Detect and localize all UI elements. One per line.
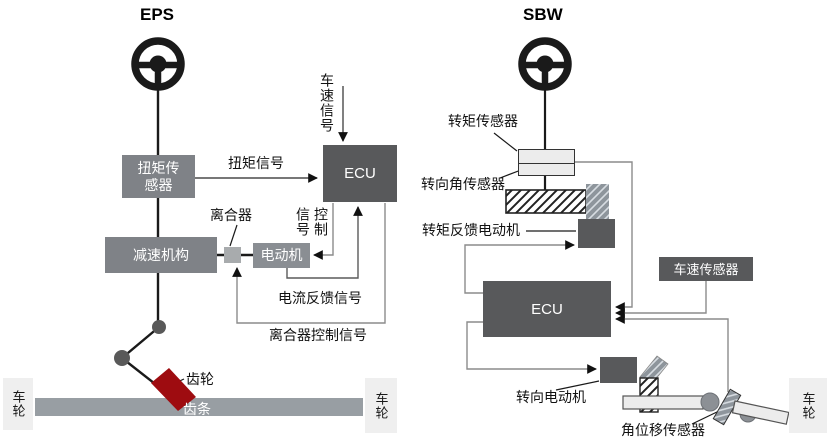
eps-clutch-block bbox=[224, 247, 241, 263]
eps-speed-signal-label: 车速信号 bbox=[319, 73, 335, 133]
eps-reducer-box: 减速机构 bbox=[105, 237, 217, 273]
eps-universal-joints bbox=[114, 320, 166, 366]
sbw-torque-sensor-label: 转矩传感器 bbox=[448, 113, 518, 129]
eps-motor-box: 电动机 bbox=[253, 243, 310, 268]
sbw-title: SBW bbox=[523, 5, 563, 24]
eps-wheel-right-box: 车轮 bbox=[365, 378, 397, 433]
sbw-angular-sensor-shape bbox=[712, 388, 742, 426]
eps-rack-bar bbox=[35, 398, 363, 416]
eps-wheel-right-label: 车轮 bbox=[373, 391, 389, 420]
eps-title: EPS bbox=[140, 5, 175, 24]
sbw-wheel-box: 车轮 bbox=[789, 378, 827, 433]
sbw-signal-lines bbox=[464, 161, 729, 392]
eps-clutch-label: 离合器 bbox=[210, 207, 252, 223]
eps-control-signal-label-right-col: 控制 bbox=[313, 207, 329, 237]
sbw-steering-motor-label: 转向电动机 bbox=[516, 389, 586, 405]
sbw-leader-lines bbox=[493, 132, 720, 425]
eps-pinion-gear-shape bbox=[151, 368, 196, 411]
sbw-steering-wheel-icon bbox=[518, 37, 572, 91]
eps-control-signal-label-left-col: 信号 bbox=[295, 207, 311, 237]
eps-gear-label: 齿轮 bbox=[186, 371, 214, 387]
sbw-rack-bar bbox=[622, 395, 704, 410]
eps-torque-sensor-box: 扭矩传感器 bbox=[122, 155, 195, 198]
eps-clutch-control-label: 离合器控制信号 bbox=[269, 327, 367, 343]
sbw-feedback-motor-label: 转矩反馈电动机 bbox=[422, 222, 520, 238]
eps-rack-label: 齿条 bbox=[183, 401, 211, 417]
sbw-gray-hatched-block bbox=[586, 184, 609, 220]
sbw-steering-motor-box bbox=[600, 357, 637, 383]
sbw-sensor-stack-divider bbox=[519, 162, 574, 164]
sbw-ball-joint-left bbox=[700, 392, 720, 412]
eps-torque-signal-label: 扭矩信号 bbox=[228, 155, 284, 171]
sbw-angular-sensor-label: 角位移传感器 bbox=[621, 422, 705, 438]
eps-wheel-left-label: 车轮 bbox=[10, 390, 26, 418]
sbw-tie-rod bbox=[731, 400, 790, 425]
sbw-column-hatched-shaft bbox=[505, 189, 587, 214]
eps-ecu-box: ECU bbox=[323, 145, 397, 202]
eps-signal-lines bbox=[195, 86, 386, 324]
sbw-sensor-stack-box bbox=[518, 149, 575, 176]
sbw-wheel-label: 车轮 bbox=[800, 391, 816, 420]
sbw-ecu-box: ECU bbox=[483, 281, 611, 337]
eps-steering-wheel-icon bbox=[131, 37, 185, 91]
sbw-feedback-motor-box bbox=[578, 219, 615, 248]
sbw-speed-sensor-box: 车速传感器 bbox=[659, 257, 753, 281]
sbw-angle-sensor-label: 转向角传感器 bbox=[421, 176, 505, 192]
eps-wheel-left-box: 车轮 bbox=[3, 378, 33, 430]
eps-current-feedback-label: 电流反馈信号 bbox=[278, 290, 362, 306]
